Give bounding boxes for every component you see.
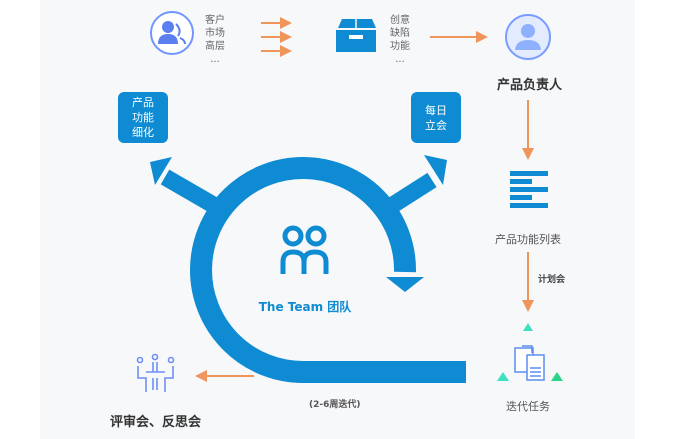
team-icon <box>280 225 329 274</box>
input-defects: 缺陷 <box>390 28 410 39</box>
product-owner-label: 产品负责人 <box>497 78 563 93</box>
planning-label: 计划会 <box>538 275 566 285</box>
sources-list: 客户 市场 高层 ... <box>203 14 227 66</box>
meeting-icon <box>136 353 175 392</box>
refine-branch-arrow <box>150 157 227 218</box>
inputs-list: 创意 缺陷 功能 ... <box>388 14 412 66</box>
input-more: ... <box>395 54 405 65</box>
refine-line: 功能 <box>132 111 154 124</box>
source-market: 市场 <box>205 28 225 39</box>
input-ideas: 创意 <box>390 15 410 26</box>
input-features: 功能 <box>390 41 410 52</box>
source-customer: 客户 <box>205 15 225 26</box>
box-icon <box>336 19 376 52</box>
source-executives: 高层 <box>205 41 225 52</box>
team-label: The Team 团队 <box>258 300 352 314</box>
refine-line: 产品 <box>132 96 154 109</box>
standup-line: 每日 <box>425 103 447 117</box>
standup-line: 立会 <box>425 118 447 132</box>
review-retro-label: 评审会、反思会 <box>110 415 202 430</box>
sprint-tasks-label: 迭代任务 <box>506 400 550 413</box>
backlog-label: 产品功能列表 <box>495 233 561 246</box>
daily-standup-box: 每日 立会 <box>411 92 461 143</box>
scrum-loop-arrow <box>190 157 466 383</box>
standup-branch-arrow <box>380 155 447 218</box>
refine-features-box: 产品 功能 细化 <box>118 92 168 143</box>
backlog-list-icon <box>510 171 548 208</box>
input-arrows <box>195 17 534 382</box>
product-owner-icon <box>505 14 551 60</box>
source-more: ... <box>210 54 220 65</box>
refine-line: 细化 <box>132 126 154 139</box>
iteration-label: (2-6周迭代) <box>309 400 361 410</box>
stakeholders-icon <box>150 11 194 55</box>
sprint-documents-icon <box>497 323 563 381</box>
